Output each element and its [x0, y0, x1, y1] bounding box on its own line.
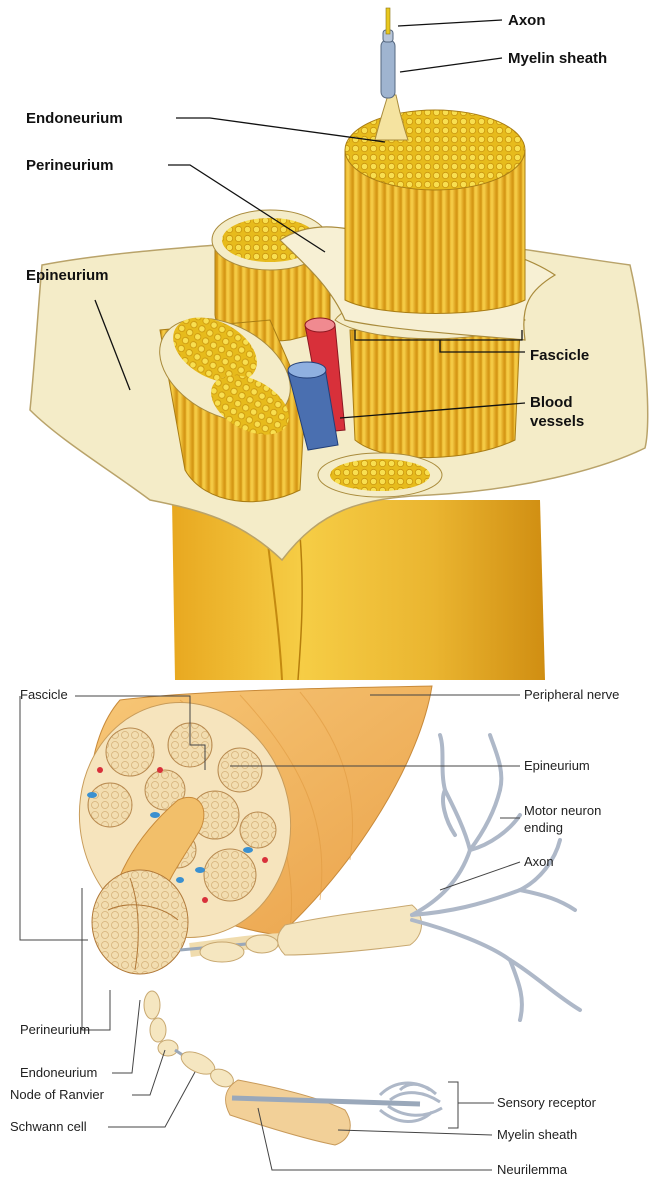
label-axon: Axon: [508, 12, 546, 29]
label-motor-neuron-ending-line2: ending: [524, 820, 563, 835]
label-motor-neuron-ending-line1: Motor neuron: [524, 803, 601, 818]
label-epineurium-bottom: Epineurium: [524, 758, 590, 773]
bottom-nerve-illustration: [58, 683, 580, 1145]
label-node-of-ranvier: Node of Ranvier: [10, 1087, 105, 1102]
label-perineurium-bottom: Perineurium: [20, 1022, 90, 1037]
nerve-fibre-chain: [144, 991, 236, 1090]
label-schwann-cell: Schwann cell: [10, 1119, 87, 1134]
label-neurilemma: Neurilemma: [497, 1162, 568, 1177]
label-peripheral-nerve: Peripheral nerve: [524, 687, 619, 702]
label-fascicle-bottom: Fascicle: [20, 687, 68, 702]
fascicle-cross-section: [92, 870, 188, 974]
label-epineurium: Epineurium: [26, 267, 109, 284]
label-endoneurium: Endoneurium: [26, 110, 123, 127]
sensory-receptor-region: [226, 1080, 442, 1145]
label-myelin-sheath: Myelin sheath: [508, 50, 607, 67]
motor-neuron-ending: [412, 735, 580, 1020]
nerve-trunk: [172, 500, 545, 680]
label-perineurium: Perineurium: [26, 157, 114, 174]
label-myelin-sheath-bottom: Myelin sheath: [497, 1127, 577, 1142]
label-axon-bottom: Axon: [524, 854, 554, 869]
label-sensory-receptor: Sensory receptor: [497, 1095, 597, 1110]
top-nerve-illustration: [30, 8, 648, 680]
fascicle-bottom-small: [318, 453, 442, 497]
label-fascicle: Fascicle: [530, 347, 589, 364]
label-blood-vessels-line2: vessels: [530, 413, 584, 430]
label-endoneurium-bottom: Endoneurium: [20, 1065, 97, 1080]
myelin-segment-lower: [226, 1080, 351, 1145]
label-blood-vessels-line1: Blood: [530, 394, 573, 411]
